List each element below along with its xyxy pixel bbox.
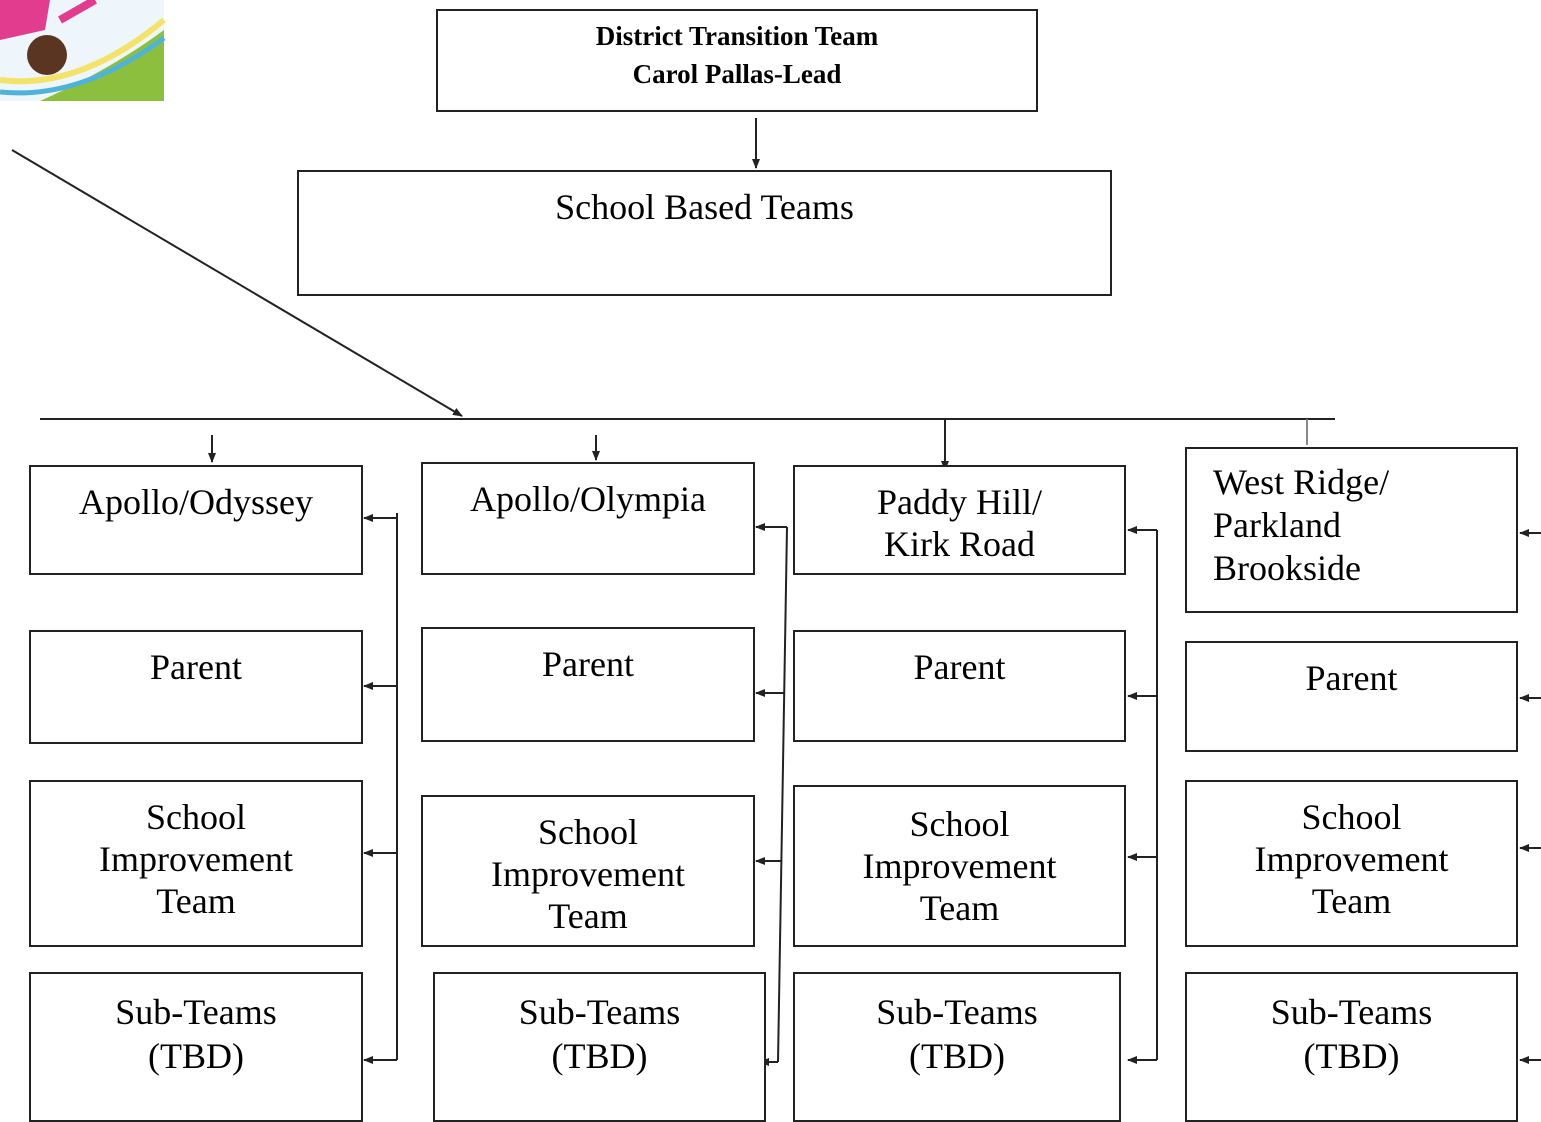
cluster-label-1: Apollo/Odyssey [79,482,313,522]
subteams-box-3: Sub-Teams (TBD) [793,972,1121,1122]
sit-box-2: School Improvement Team [421,795,755,947]
sit-box-4: School Improvement Team [1185,780,1518,947]
sit-label-2: School Improvement Team [491,812,685,936]
subteams-label-4: Sub-Teams (TBD) [1270,992,1433,1076]
district-team-lead: Carol Pallas-Lead [632,59,842,89]
subteams-box-1: Sub-Teams (TBD) [29,972,363,1122]
parent-box-1: Parent [29,630,363,744]
district-team-box: District Transition Team Carol Pallas-Le… [436,9,1038,112]
school-based-teams-label: School Based Teams [555,187,854,227]
parent-label-2: Parent [542,644,634,684]
sit-box-1: School Improvement Team [29,780,363,947]
cluster-label-3: Paddy Hill/ Kirk Road [876,482,1042,564]
cluster-box-2: Apollo/Olympia [421,462,755,575]
parent-label-3: Parent [913,647,1006,687]
subteams-label-3: Sub-Teams (TBD) [876,992,1038,1076]
cluster-label-2: Apollo/Olympia [470,479,706,519]
parent-label-1: Parent [150,647,242,687]
subteams-box-4: Sub-Teams (TBD) [1185,972,1518,1122]
sit-label-1: School Improvement Team [99,797,293,921]
subteams-box-2: Sub-Teams (TBD) [433,972,766,1122]
subteams-label-1: Sub-Teams (TBD) [115,992,277,1076]
cluster-box-4: West Ridge/ Parkland Brookside [1185,447,1518,613]
subteams-label-2: Sub-Teams (TBD) [518,992,681,1076]
school-based-teams-box: School Based Teams [297,170,1112,296]
cluster-label-4: West Ridge/ Parkland Brookside [1213,462,1390,588]
cluster-box-3: Paddy Hill/ Kirk Road [793,465,1126,575]
sit-box-3: School Improvement Team [793,785,1126,947]
parent-label-4: Parent [1305,658,1398,698]
sit-label-3: School Improvement Team [862,804,1057,928]
clipart-illustration [0,0,166,101]
parent-box-3: Parent [793,630,1126,742]
cluster-box-1: Apollo/Odyssey [29,465,363,575]
parent-box-4: Parent [1185,641,1518,752]
parent-box-2: Parent [421,627,755,742]
district-team-title: District Transition Team [595,21,879,51]
sit-label-4: School Improvement Team [1254,797,1449,921]
